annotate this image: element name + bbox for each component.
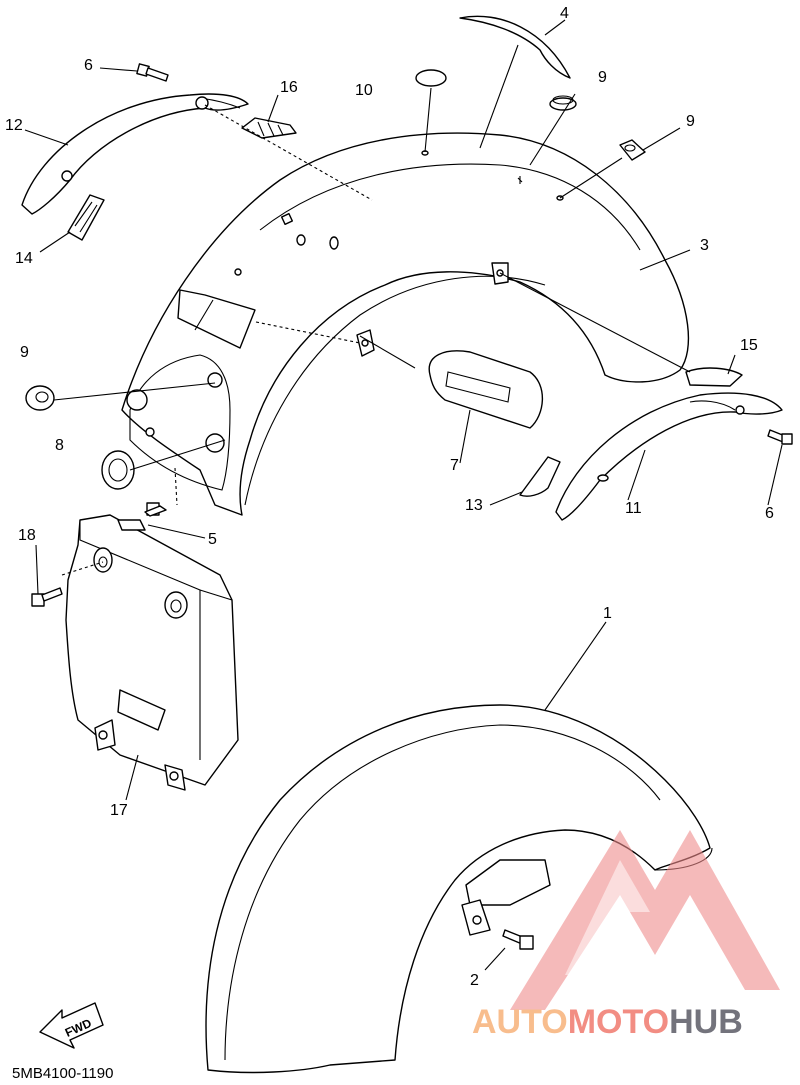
callout-14: 14: [15, 250, 33, 267]
callout-17: 17: [110, 802, 128, 819]
trim-strip-part-4: [459, 15, 571, 79]
bolt-part-5: [144, 502, 167, 517]
svg-text:AUTOMOTOHUB: AUTOMOTOHUB: [472, 1003, 743, 1041]
watermark-auto: AUTO: [472, 1003, 568, 1041]
callout-3: 3: [700, 237, 709, 254]
callout-6-right: 6: [765, 505, 774, 522]
grommet-part-9-top: [549, 95, 577, 111]
pad-part-14: [67, 194, 105, 241]
callout-13: 13: [465, 497, 483, 514]
emblem-part-7: [428, 350, 544, 429]
callout-1: 1: [603, 605, 612, 622]
callout-12: 12: [5, 117, 23, 134]
bolt-part-18: [31, 587, 63, 607]
bolt-part-6-top: [136, 63, 169, 82]
end-cap-part-15: [685, 367, 743, 387]
callout-11: 11: [625, 500, 642, 517]
callout-18: 18: [18, 527, 36, 544]
callout-6-top: 6: [84, 57, 93, 74]
callout-2: 2: [470, 972, 479, 989]
watermark: AUTOMOTOHUB: [472, 830, 780, 1041]
bracket-part-17: [65, 514, 239, 791]
callout-9-left: 9: [20, 344, 29, 361]
callout-5: 5: [208, 531, 217, 548]
grommet-part-8: [101, 450, 135, 490]
callout-16: 16: [280, 79, 298, 96]
callout-15: 15: [740, 337, 758, 354]
leader-lines: [24, 19, 783, 971]
callout-labels: 1 2 3 4 5 6 6 7 8 9 9 9 10 11 12 13 14 1…: [5, 5, 774, 989]
fender-rail-part-12: [21, 93, 249, 215]
bolt-part-6-right: [767, 429, 793, 445]
cover-piece-part-16: [241, 117, 297, 139]
watermark-hub: HUB: [669, 1003, 743, 1041]
watermark-logo-icon: [510, 830, 780, 1010]
plug-part-10: [415, 69, 447, 87]
watermark-moto: MOTO: [568, 1003, 669, 1041]
forward-direction-arrow: FWD: [39, 1002, 104, 1049]
diagram-code: 5MB4100-1190: [12, 1065, 113, 1082]
fender-rail-part-11: [555, 392, 783, 521]
grommet-part-9-left: [25, 385, 55, 411]
front-fender-part-1: [205, 704, 713, 1074]
callout-9-right: 9: [686, 113, 695, 130]
callout-10: 10: [355, 82, 373, 99]
callout-4: 4: [560, 5, 569, 22]
callout-9-top: 9: [598, 69, 607, 86]
bolt-part-2: [502, 929, 534, 950]
end-cap-part-13: [519, 456, 561, 497]
callout-8: 8: [55, 437, 64, 454]
grommet-part-9-right: [619, 139, 646, 161]
callout-7: 7: [450, 457, 459, 474]
